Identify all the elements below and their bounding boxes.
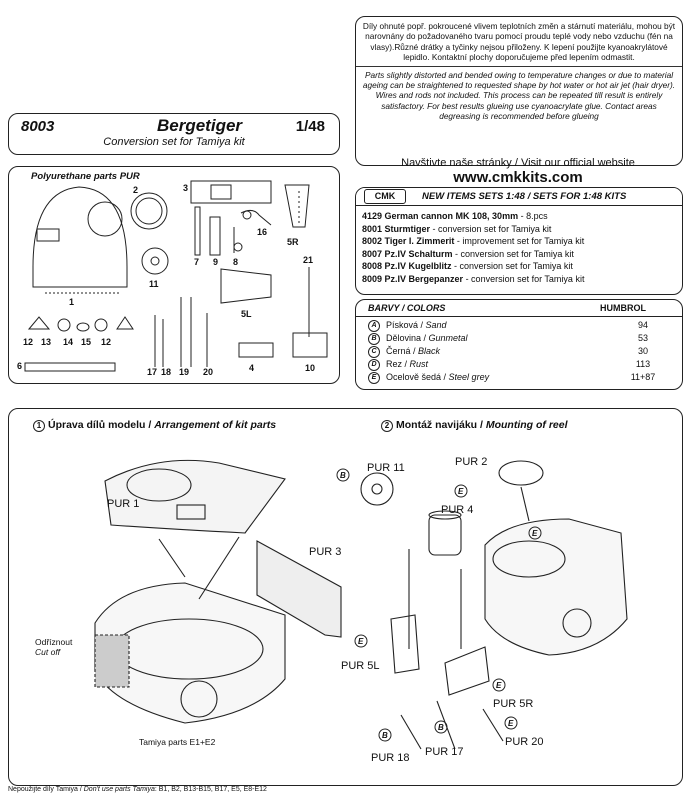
label-pur1: PUR 1 xyxy=(107,498,139,510)
set-code: 8003 xyxy=(21,118,55,135)
list-item: 8001 Sturmtiger - conversion set for Tam… xyxy=(362,223,552,234)
part-label-16: 16 xyxy=(257,227,267,237)
new-items-title: NEW ITEMS SETS 1:48 / SETS FOR 1:48 KITS xyxy=(422,191,627,202)
label-tamiya-parts: Tamiya parts E1+E2 xyxy=(139,737,216,747)
new-items-list: 4129 German cannon MK 108, 30mm - 8.pcs … xyxy=(362,210,584,286)
part-label-19: 19 xyxy=(179,367,189,377)
title-box: 8003 Bergetiger 1/48 Conversion set for … xyxy=(8,113,340,155)
notice-box: Díly ohnuté popř. pokroucené vlivem tepl… xyxy=(355,16,683,166)
label-pur2: PUR 2 xyxy=(455,456,487,468)
colors-box: BARVY / COLORS HUMBROL A Písková / Sand … xyxy=(355,299,683,390)
color-letter: B xyxy=(368,333,380,345)
part-label-2: 2 xyxy=(133,185,138,195)
set-scale: 1/48 xyxy=(295,118,325,135)
new-items-box: CMK NEW ITEMS SETS 1:48 / SETS FOR 1:48 … xyxy=(355,187,683,295)
part-label-8: 8 xyxy=(233,257,238,267)
assembly-drawing: PUR 1 PUR 3 Odříznout Cut off Tamiya par… xyxy=(35,456,628,764)
paint-marker-e: E xyxy=(532,529,538,538)
list-item: 8002 Tiger I. Zimmerit - improvement set… xyxy=(362,236,585,247)
color-letter: E xyxy=(368,372,380,384)
part-label-17: 17 xyxy=(147,367,157,377)
part-label-11: 11 xyxy=(149,279,159,289)
set-subtitle: Conversion set for Tamiya kit xyxy=(103,136,245,148)
label-pur3: PUR 3 xyxy=(309,546,341,558)
website-caption: Navštivte naše stránky / Visit our offic… xyxy=(401,157,635,169)
part-label-12a: 12 xyxy=(23,337,33,347)
colors-header: BARVY / COLORS HUMBROL xyxy=(356,300,682,317)
part-label-13: 13 xyxy=(41,337,51,347)
list-item: 8009 Pz.IV Bergepanzer - conversion set … xyxy=(362,273,585,284)
part-label-5l: 5L xyxy=(241,309,252,319)
label-pur20: PUR 20 xyxy=(505,736,544,748)
website-url[interactable]: www.cmkkits.com xyxy=(453,169,583,186)
part-label-3: 3 xyxy=(183,183,188,193)
footer-note: Nepoužijte díly Tamiya / Don't use parts… xyxy=(8,786,267,793)
color-letter: C xyxy=(368,346,380,358)
notice-czech: Díly ohnuté popř. pokroucené vlivem tepl… xyxy=(356,17,682,67)
colors-brand: HUMBROL xyxy=(600,303,646,313)
part-label-10: 10 xyxy=(305,363,315,373)
part-label-7: 7 xyxy=(194,257,199,267)
label-cutoff-en: Cut off xyxy=(35,647,62,657)
label-pur5r: PUR 5R xyxy=(493,698,533,710)
color-row: D Rez / Rust 113 xyxy=(368,359,682,371)
label-pur4: PUR 4 xyxy=(441,504,473,516)
part-label-9: 9 xyxy=(213,257,218,267)
paint-marker-e: E xyxy=(508,719,514,728)
part-label-4: 4 xyxy=(249,363,254,373)
label-pur11: PUR 11 xyxy=(367,462,405,474)
parts-title: Polyurethane parts PUR xyxy=(31,171,140,182)
label-pur17: PUR 17 xyxy=(425,746,464,758)
color-row: E Ocelově šedá / Steel grey 11+87 xyxy=(368,372,682,384)
cmk-logo: CMK xyxy=(364,189,406,204)
label-pur18: PUR 18 xyxy=(371,752,410,764)
part-label-14: 14 xyxy=(63,337,73,347)
part-label-15: 15 xyxy=(81,337,91,347)
color-letter: A xyxy=(368,320,380,332)
set-name: Bergetiger xyxy=(157,116,243,135)
label-pur5l: PUR 5L xyxy=(341,660,380,672)
paint-marker-e: E xyxy=(496,681,502,690)
paint-marker-b: B xyxy=(340,471,346,480)
part-label-20: 20 xyxy=(203,367,213,377)
parts-box: Polyurethane parts PUR xyxy=(8,166,340,384)
paint-marker-b: B xyxy=(438,723,444,732)
part-label-21: 21 xyxy=(303,255,313,265)
paint-marker-e: E xyxy=(358,637,364,646)
new-items-header: CMK NEW ITEMS SETS 1:48 / SETS FOR 1:48 … xyxy=(356,188,682,206)
list-item: 4129 German cannon MK 108, 30mm - 8.pcs xyxy=(362,211,548,221)
part-label-12b: 12 xyxy=(101,337,111,347)
part-label-6: 6 xyxy=(17,361,22,371)
parts-drawing: 1 2 3 4 5L 5R 6 7 8 9 10 11 12 13 14 15 … xyxy=(17,180,328,377)
part-label-18: 18 xyxy=(161,367,171,377)
list-item: 8008 Pz.IV Kugelblitz - conversion set f… xyxy=(362,261,573,272)
list-item: 8007 Pz.IV Schalturm - conversion set fo… xyxy=(362,248,574,259)
paint-marker-e: E xyxy=(458,487,464,496)
color-letter: D xyxy=(368,359,380,371)
color-row: B Dělovina / Gunmetal 53 xyxy=(368,333,682,345)
part-label-1: 1 xyxy=(69,297,74,307)
paint-marker-b: B xyxy=(382,731,388,740)
notice-english: Parts slightly distorted and bended owin… xyxy=(362,69,676,122)
color-row: C Černá / Black 30 xyxy=(368,346,682,358)
part-label-5r: 5R xyxy=(287,237,299,247)
colors-title: BARVY / COLORS xyxy=(368,303,446,313)
label-cutoff-cz: Odříznout xyxy=(35,637,73,647)
color-row: A Písková / Sand 94 xyxy=(368,320,682,332)
